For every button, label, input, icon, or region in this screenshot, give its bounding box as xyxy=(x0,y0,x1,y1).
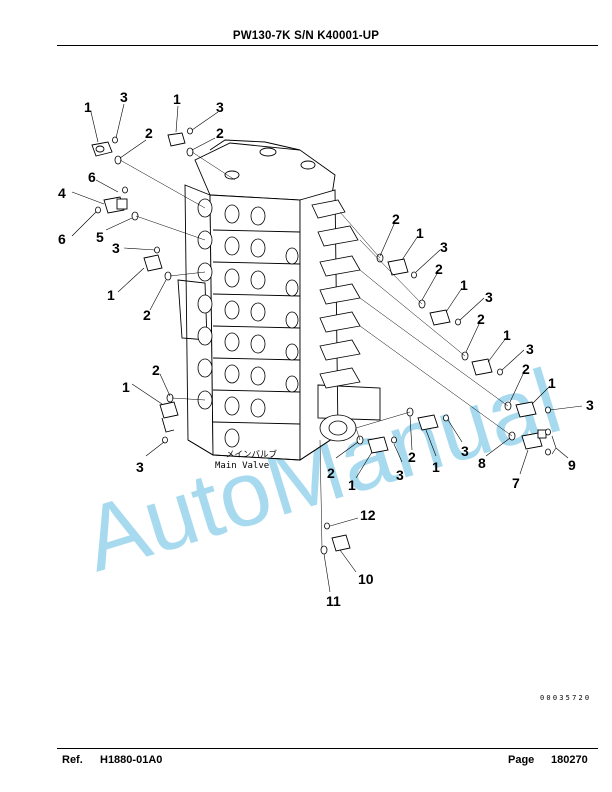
fittings xyxy=(91,132,547,552)
callout-2: 2 xyxy=(522,361,530,377)
footer-rule xyxy=(57,748,598,749)
callout-3: 3 xyxy=(526,341,534,357)
callout-1: 1 xyxy=(348,477,356,493)
callout-2: 2 xyxy=(152,362,160,378)
callout-3: 3 xyxy=(136,459,144,475)
leader-lines xyxy=(71,103,583,593)
callout-3: 3 xyxy=(440,239,448,255)
callout-2: 2 xyxy=(435,261,443,277)
callout-2: 2 xyxy=(216,125,224,141)
callout-6: 6 xyxy=(58,231,66,247)
page-number: 180270 xyxy=(551,754,588,766)
callout-1: 1 xyxy=(122,379,130,395)
callout-5: 5 xyxy=(96,229,104,245)
callout-2: 2 xyxy=(408,449,416,465)
callout-9: 9 xyxy=(568,457,576,473)
callout-3: 3 xyxy=(120,89,128,105)
callout-11: 11 xyxy=(326,593,341,609)
main-valve-label-en: Main Valve xyxy=(215,461,269,471)
ref-label: Ref. xyxy=(62,754,83,766)
callout-1: 1 xyxy=(416,225,424,241)
page-title: PW130-7K S/N K40001-UP xyxy=(232,30,380,42)
callout-3: 3 xyxy=(461,443,469,459)
callout-1: 1 xyxy=(107,287,115,303)
callout-6: 6 xyxy=(88,169,96,185)
illustration-number: 00035720 xyxy=(540,694,591,702)
callout-10: 10 xyxy=(358,571,374,587)
callout-2: 2 xyxy=(327,465,335,481)
callout-2: 2 xyxy=(392,211,400,227)
callout-3: 3 xyxy=(586,397,594,413)
assembly-lines xyxy=(119,151,513,549)
callout-3: 3 xyxy=(112,240,120,256)
valve-ports xyxy=(197,198,299,448)
callout-8: 8 xyxy=(478,455,486,471)
callout-2: 2 xyxy=(477,311,485,327)
callout-1: 1 xyxy=(432,459,440,475)
callout-3: 3 xyxy=(396,467,404,483)
callout-numbers: 1 3 2 1 3 2 6 4 6 5 3 1 2 2 1 3 2 1 3 2 … xyxy=(58,89,594,609)
page-label: Page xyxy=(508,754,535,766)
spool-caps xyxy=(311,199,361,442)
main-valve-label-jp: メインバルブ xyxy=(226,449,278,460)
callout-1: 1 xyxy=(548,375,556,391)
callout-4: 4 xyxy=(58,185,66,201)
callout-2: 2 xyxy=(143,307,151,323)
header-rule xyxy=(57,45,598,46)
callout-3: 3 xyxy=(216,99,224,115)
callout-1: 1 xyxy=(460,277,468,293)
callout-2: 2 xyxy=(145,125,153,141)
callout-12: 12 xyxy=(360,507,376,523)
ref-value: H1880-01A0 xyxy=(100,754,163,766)
main-valve-body xyxy=(177,139,381,461)
callout-7: 7 xyxy=(512,475,520,491)
callout-3: 3 xyxy=(485,289,493,305)
callout-1: 1 xyxy=(503,327,511,343)
callout-1: 1 xyxy=(173,91,181,107)
callout-1: 1 xyxy=(84,99,92,115)
o-rings xyxy=(95,127,551,555)
